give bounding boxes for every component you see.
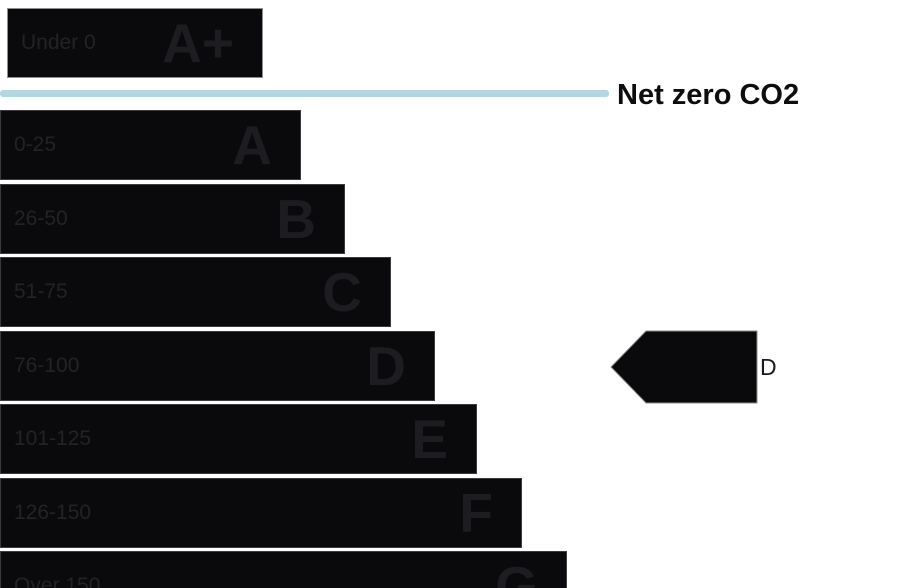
band-a-plus: Under 0 A+: [7, 8, 263, 78]
band-letter-label: A+: [162, 11, 234, 74]
band-letter-label: A: [232, 113, 272, 176]
band-g: Over 150 G: [0, 551, 567, 588]
band-a: 0-25 A: [0, 110, 301, 180]
band-letter-label: B: [276, 187, 316, 250]
band-c: 51-75 C: [0, 257, 391, 327]
band-letter-label: C: [322, 260, 362, 323]
band-range-label: 76-100: [14, 354, 80, 377]
band-letter-label: E: [411, 407, 448, 470]
band-e: 101-125 E: [0, 404, 477, 474]
band-letter-label: G: [495, 554, 538, 588]
net-zero-line: [0, 90, 609, 97]
band-letter-label: D: [366, 334, 406, 397]
band-range-label: 26-50: [14, 207, 68, 230]
band-range-label: Under 0: [21, 31, 96, 54]
band-f: 126-150 F: [0, 478, 522, 548]
band-range-label: Over 150: [14, 574, 101, 588]
band-letter-label: F: [459, 481, 493, 544]
net-zero-label: Net zero CO2: [617, 79, 800, 111]
band-range-label: 101-125: [14, 427, 92, 450]
band-range-label: 0-25: [14, 133, 57, 156]
current-rating-letter: D: [760, 354, 777, 380]
current-rating-arrow-icon: [610, 330, 758, 404]
band-b: 26-50 B: [0, 184, 345, 254]
band-d: 76-100 D: [0, 331, 435, 401]
band-range-label: 51-75: [14, 280, 68, 303]
band-range-label: 126-150: [14, 501, 92, 524]
